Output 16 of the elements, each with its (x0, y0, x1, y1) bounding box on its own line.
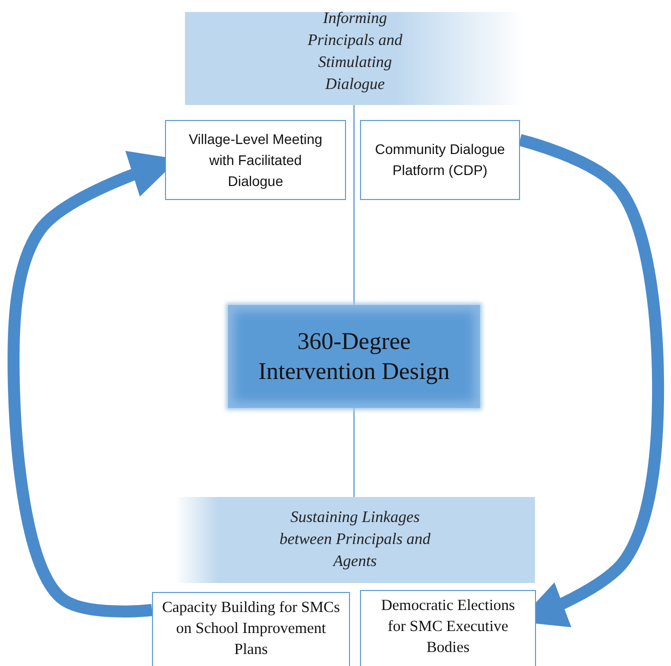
activity-box (360, 120, 520, 200)
activity-box (152, 592, 350, 666)
curved-arrow (518, 134, 664, 628)
node-label: Sustaining Linkages between Principals and Agents (278, 508, 432, 572)
node-label: Capacity Building for SMCs on School Improvement Plans (161, 598, 341, 660)
node-label: Village-Level Meeting with Facilitated Dialogue (188, 130, 324, 191)
connector-line (353, 105, 355, 305)
section-banner (175, 497, 535, 583)
node-label: 360-Degree Intervention Design (257, 328, 451, 386)
node-label: Informing Principals and Stimulating Dialogue (306, 8, 404, 94)
activity-box (360, 590, 536, 666)
node-label: Democratic Elections for SMC Executive Bodies (380, 596, 516, 658)
connector-line (353, 408, 355, 497)
activity-box (165, 120, 346, 200)
central-box (228, 305, 480, 408)
node-label: Community Dialogue Platform (CDP) (375, 140, 505, 180)
